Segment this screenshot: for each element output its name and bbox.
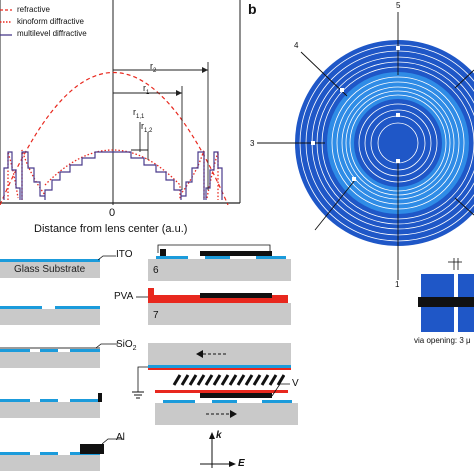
step-6-stack (148, 259, 291, 281)
voltage-label: V (292, 378, 299, 389)
multilevel-curve (3, 151, 223, 200)
sio2-label: SiO2 (116, 339, 137, 353)
step-7-stack (148, 303, 291, 325)
legend-refractive: refractive (17, 5, 50, 14)
step-4-stack (0, 402, 100, 418)
label-r12: r1,2 (141, 121, 153, 134)
kinoform-curve (7, 149, 219, 200)
via-opening-inset (418, 258, 474, 332)
step-1-stack (0, 262, 100, 278)
legend-multilevel: multilevel diffractive (17, 29, 87, 38)
zone-number-4: 4 (294, 41, 299, 50)
label-r1: r1 (143, 83, 150, 96)
voltage-wiring (132, 366, 290, 399)
step-1-ito (0, 259, 100, 262)
legend-kinoform: kinoform diffractive (17, 17, 84, 26)
radius-annotations (113, 62, 209, 190)
zone-number-1: 1 (395, 280, 400, 289)
step-6-number: 6 (153, 265, 159, 276)
ito-label: ITO (116, 249, 133, 260)
zone-number-5: 5 (396, 1, 401, 10)
plot-legend: refractive kinoform diffractive multilev… (0, 3, 112, 39)
substrate-label: Glass Substrate (14, 264, 86, 275)
step-3-stack (0, 352, 100, 368)
pva-label: PVA (114, 291, 134, 302)
liquid-crystal-layer (170, 374, 285, 386)
x-axis-label: Distance from lens center (a.u.) (34, 223, 188, 235)
step-2-stack (0, 309, 100, 325)
zone-number-3: 3 (250, 139, 255, 148)
k-label: k (216, 430, 222, 441)
via-caption: via opening: 3 μ (414, 336, 471, 345)
step-7-number: 7 (153, 310, 159, 321)
label-r11: r1,1 (133, 107, 145, 120)
refractive-curve (0, 71, 229, 205)
e-label: E (238, 458, 245, 469)
lens-profile-plot (0, 0, 241, 205)
zone-lens-diagram (257, 12, 474, 280)
x-tick-zero: 0 (109, 207, 116, 219)
label-r2: r2 (150, 61, 157, 74)
panel-b-label: b (248, 1, 257, 17)
al-label: Al (116, 432, 125, 443)
step-5-stack (0, 455, 100, 471)
polarization-axes (200, 432, 236, 468)
